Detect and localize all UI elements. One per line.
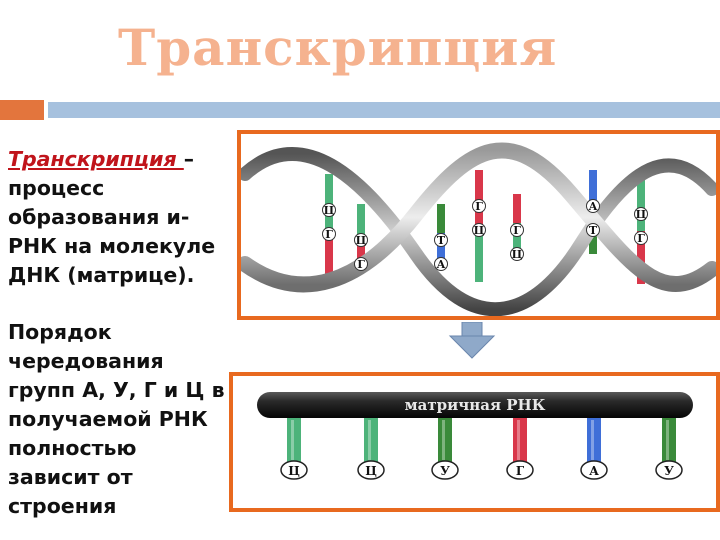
dna-base-letter: А [437,258,446,271]
mrna-base-letter: У [664,464,674,478]
mrna-base-bead [506,460,534,480]
term-transcription: Транскрипция [8,147,184,171]
accent-bar-orange [0,100,44,120]
dna-base-rod [589,170,597,212]
mrna-figure-frame: матричная РНК Ц Ц У Г А У [229,372,720,512]
accent-bar-blue [48,102,720,118]
mrna-base: У [431,418,459,480]
dna-strand-back [241,147,716,316]
dna-strand-front [241,142,716,293]
mrna-base-letter: У [440,464,450,478]
dna-base-bead: А [434,257,448,271]
dna-base-letter: Ц [356,234,367,247]
dna-base-bead: Ц [354,233,368,247]
dna-base-bead: Ц [322,203,336,217]
dna-base-bead: Т [586,223,600,237]
dna-base-letter: Г [513,224,521,237]
mrna-base-bead [357,460,385,480]
dna-base-rod [475,226,483,282]
mrna-base-bead [580,460,608,480]
mrna-base: У [655,418,683,480]
dna-base-letter: А [589,200,598,213]
mrna-base: Ц [357,418,385,480]
mrna-base-rod [513,418,527,462]
mrna-backbone [257,392,693,418]
dna-base-bead: Г [634,231,648,245]
dna-base-rod [475,170,483,226]
dna-base-rod [637,231,645,284]
dna-base-bead: Т [434,233,448,247]
mrna-base-rod [587,418,601,462]
arrow-down-icon [448,322,496,359]
dna-base-rod [437,233,445,262]
mrna-base: Ц [280,418,308,480]
dna-base-bead: Г [354,257,368,271]
dna-base-rod [513,194,521,223]
definition-text: – процесс образования и-РНК на молекуле … [8,147,216,287]
dna-base-letter: Т [437,234,446,247]
dna-base-rod [357,234,365,264]
mrna-base-bead [655,460,683,480]
dna-base-letter: Г [475,200,483,213]
dna-base-bead: Ц [634,207,648,221]
dna-base-letter: Т [589,224,598,237]
dna-base-bead: А [586,199,600,213]
dna-base-letter: Ц [324,204,335,217]
mrna-base-letter: Ц [288,464,300,478]
dna-base-bead: Ц [472,223,486,237]
dna-base-letter: Ц [636,208,647,221]
mrna-base-bead [431,460,459,480]
mrna-label: матричная РНК [405,396,546,414]
dna-base-letter: Ц [512,248,523,261]
mrna-base-rod [438,418,452,462]
mrna-base-bead [280,460,308,480]
dna-base-bead: Г [322,227,336,241]
dna-base-bead: Г [472,199,486,213]
dna-base-letter: Г [325,228,333,241]
dna-base-bead: Ц [510,247,524,261]
mrna-base-rod [662,418,676,462]
dna-base-rod [437,204,445,233]
dna-base-letter: Ц [474,224,485,237]
mrna-base-letter: А [589,464,599,478]
dna-base-rod [325,174,333,229]
dna-base-bead: Г [510,223,524,237]
mrna-base: Г [506,418,534,480]
dna-base-rod [637,178,645,231]
dna-base-rod [513,223,521,252]
definition-paragraph: Транскрипция – процесс образования и-РНК… [8,145,230,290]
mrna-base: А [580,418,608,480]
mrna-base-letter: Г [516,464,525,478]
mrna-base-rod [287,418,301,462]
dna-base-letter: Г [357,258,365,271]
dna-base-rod [357,204,365,234]
dna-base-rod [325,229,333,284]
page-title: Транскрипция [118,18,558,77]
mrna-base-letter: Ц [365,464,377,478]
sequence-paragraph: Порядок чередования групп А, У, Г и Ц в … [8,320,225,518]
dna-base-letter: Г [637,232,645,245]
mrna-strand: матричная РНК Ц Ц У Г А У [257,392,693,480]
mrna-base-rod [364,418,378,462]
body-text: Транскрипция – процесс образования и-РНК… [8,145,230,540]
